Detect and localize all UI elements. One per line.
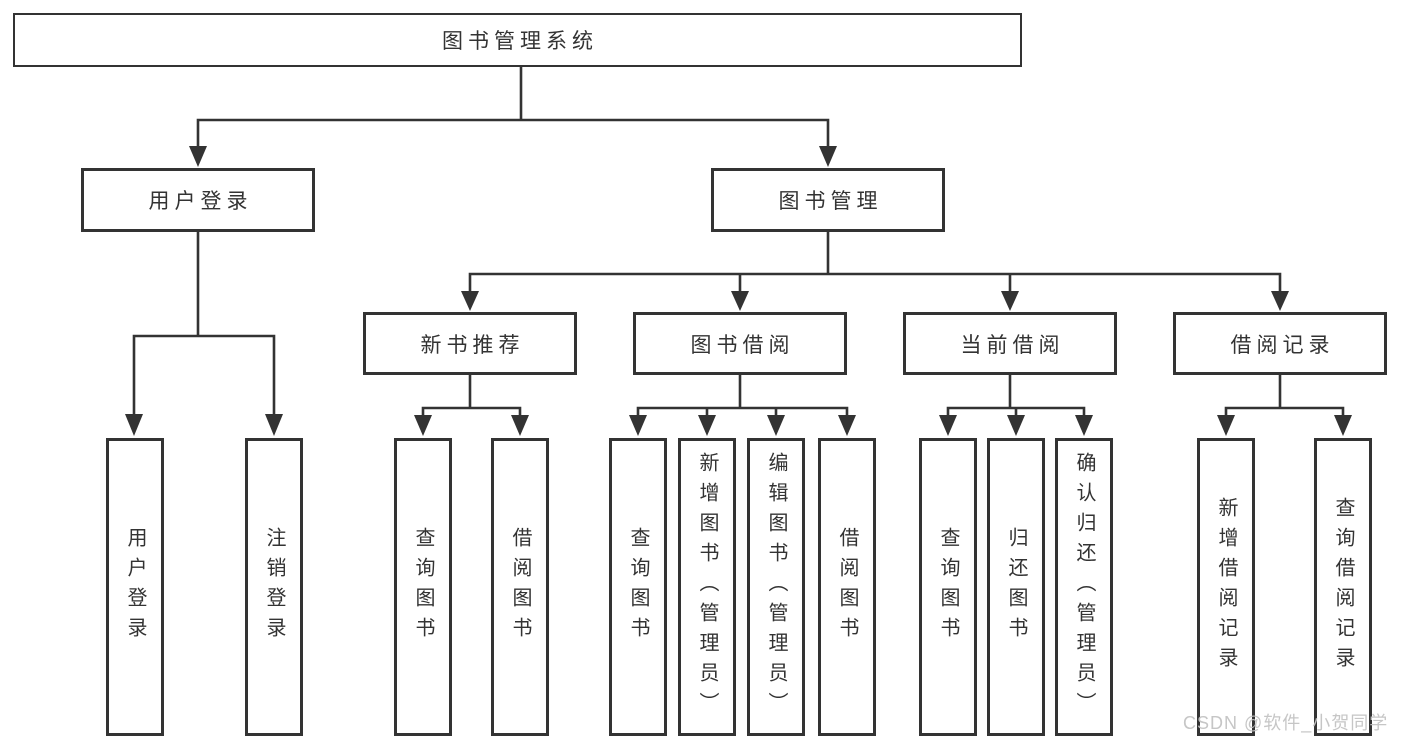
arrowhead-icon <box>1007 415 1025 436</box>
csdn-watermark: CSDN @软件_小贺同学 <box>1183 713 1389 733</box>
node-book-management: 图书管理 <box>711 168 945 232</box>
connector-borrowing-records-branch <box>1217 374 1352 436</box>
arrowhead-icon <box>629 415 647 436</box>
connector-book-management-branch <box>461 231 1289 311</box>
leaf-logout: 注销登录 <box>245 438 303 736</box>
leaf-current-query: 查询图书 <box>919 438 977 736</box>
connector-current-borrowing-branch <box>939 374 1093 436</box>
arrowhead-icon <box>767 415 785 436</box>
leaf-current-confirm-return-admin: 确认归还（管理员） <box>1055 438 1113 736</box>
leaf-borrowing-add-admin: 新增图书（管理员） <box>678 438 736 736</box>
arrowhead-icon <box>1334 415 1352 436</box>
node-user-login: 用户登录 <box>81 168 315 232</box>
leaf-current-return: 归还图书 <box>987 438 1045 736</box>
arrowhead-icon <box>125 414 143 436</box>
arrowhead-icon <box>939 415 957 436</box>
node-borrowing-records: 借阅记录 <box>1173 312 1387 375</box>
arrowhead-icon <box>838 415 856 436</box>
connector-new-book-recommend-branch <box>414 374 529 436</box>
arrowhead-icon <box>819 146 837 167</box>
arrowhead-icon <box>1075 415 1093 436</box>
arrowhead-icon <box>511 415 529 436</box>
node-new-book-recommend: 新书推荐 <box>363 312 577 375</box>
connector-book-borrowing-branch <box>629 374 856 436</box>
arrowhead-icon <box>189 146 207 167</box>
node-book-borrowing: 图书借阅 <box>633 312 847 375</box>
leaf-records-query: 查询借阅记录 <box>1314 438 1372 736</box>
arrowhead-icon <box>265 414 283 436</box>
arrowhead-icon <box>698 415 716 436</box>
arrowhead-icon <box>731 291 749 311</box>
leaf-records-add: 新增借阅记录 <box>1197 438 1255 736</box>
arrowhead-icon <box>1217 415 1235 436</box>
leaf-new-books-query: 查询图书 <box>394 438 452 736</box>
leaf-borrowing-query: 查询图书 <box>609 438 667 736</box>
leaf-new-books-borrow: 借阅图书 <box>491 438 549 736</box>
arrowhead-icon <box>461 291 479 311</box>
arrowhead-icon <box>414 415 432 436</box>
node-root-system: 图书管理系统 <box>13 13 1022 67</box>
node-current-borrowing: 当前借阅 <box>903 312 1117 375</box>
leaf-user-login: 用户登录 <box>106 438 164 736</box>
arrowhead-icon <box>1271 291 1289 311</box>
connector-root-to-level1 <box>189 66 837 167</box>
arrowhead-icon <box>1001 291 1019 311</box>
connector-user-login-branch <box>125 231 283 436</box>
leaf-borrowing-edit-admin: 编辑图书（管理员） <box>747 438 805 736</box>
leaf-borrowing-borrow: 借阅图书 <box>818 438 876 736</box>
